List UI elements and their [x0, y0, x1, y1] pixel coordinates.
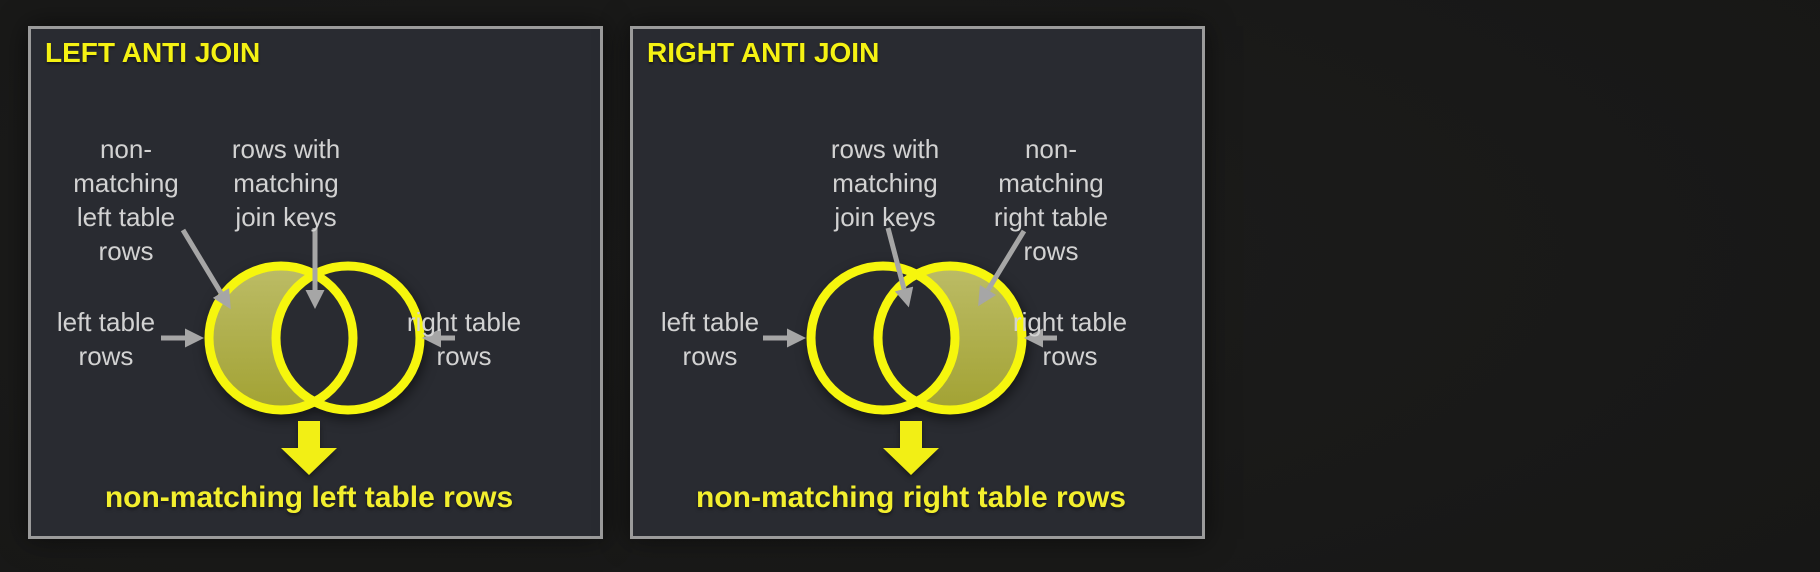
label-right-table-rows: right table rows [1013, 305, 1127, 373]
left-circle [806, 261, 960, 415]
panel-title: RIGHT ANTI JOIN [647, 37, 880, 68]
overlap-cover [811, 266, 955, 410]
label-right-table-rows: right table rows [407, 305, 521, 373]
venn-diagram-right-anti [763, 227, 1057, 475]
venn-diagram-left-anti [161, 228, 455, 475]
label-line: rows [1042, 341, 1098, 371]
label-line: left table [76, 202, 176, 232]
label-line: left table [56, 307, 156, 337]
connector-non-matching-arrow [978, 229, 1027, 307]
label-left-table-rows: left table rows [57, 305, 155, 373]
label-line: join keys [235, 202, 337, 232]
label-matching-join-keys: rows with matching join keys [831, 132, 939, 234]
connector-matching-arrow [885, 227, 914, 308]
label-matching-join-keys: rows with matching join keys [232, 132, 340, 234]
connector-arrows [763, 227, 1057, 348]
right-circle [271, 261, 425, 415]
left-circle [204, 261, 358, 415]
label-line: right table [1012, 307, 1128, 337]
result-down-arrow [281, 421, 337, 475]
label-line: matching [998, 168, 1104, 198]
label-line: rows [98, 236, 154, 266]
label-line: rows [436, 341, 492, 371]
label-line: rows [1023, 236, 1079, 266]
label-line: rows with [231, 134, 341, 164]
result-caption: non-matching left table rows [104, 481, 514, 514]
label-left-table-rows: left table rows [661, 305, 759, 373]
label-line: matching [73, 168, 179, 198]
connector-non-matching-arrow [180, 228, 231, 310]
label-line: join keys [834, 202, 936, 232]
label-line: rows [682, 341, 738, 371]
label-line: rows with [830, 134, 940, 164]
label-line: matching [233, 168, 339, 198]
label-line: matching [832, 168, 938, 198]
label-line: right table [406, 307, 522, 337]
panel-left-anti-join: LEFT ANTI JOIN [28, 26, 603, 539]
label-line: left table [660, 307, 760, 337]
connector-arrows [161, 228, 455, 348]
label-line: non- [1024, 134, 1078, 164]
label-line: non- [99, 134, 153, 164]
result-caption: non-matching right table rows [695, 481, 1126, 514]
label-non-matching-right-rows: non- matching right table rows [994, 132, 1108, 268]
label-non-matching-left-rows: non- matching left table rows [73, 132, 179, 268]
result-down-arrow [883, 421, 939, 475]
label-line: rows [78, 341, 134, 371]
panel-right-anti-join: RIGHT ANTI JOIN [630, 26, 1205, 539]
label-line: right table [993, 202, 1109, 232]
right-circle [873, 261, 1027, 415]
panel-title: LEFT ANTI JOIN [45, 37, 261, 68]
